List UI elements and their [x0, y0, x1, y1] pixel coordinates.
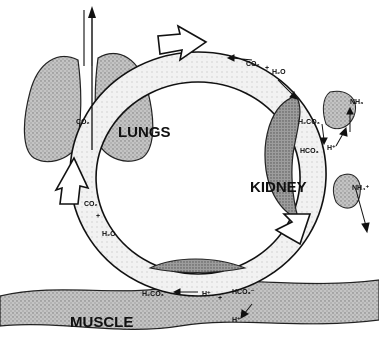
top-plus-text: +: [265, 65, 269, 72]
trachea: [84, 10, 92, 66]
top-h2o-text: H₂O: [272, 69, 286, 76]
lung-co2-arrowhead: [88, 6, 96, 18]
muscle-plus-text: +: [218, 295, 222, 302]
kidney-h2co3-text: H₂CO₃: [298, 119, 320, 126]
muscle-label: MUSCLE: [70, 314, 133, 331]
left-h2o-text: H₂O: [102, 231, 116, 238]
left-plus-text: +: [96, 213, 100, 220]
muscle-hco3-text: HCO₃⁻: [232, 289, 255, 296]
left-co2-text: CO₂: [84, 201, 98, 208]
muscle-capillary: [150, 259, 245, 273]
muscle-h2co3-text: H₂CO₃: [142, 291, 164, 298]
kidney-hco3-text: HCO₃: [300, 148, 319, 155]
muscle-h-plus-text: H⁺: [202, 291, 211, 298]
kidney-h-plus-text: H⁺: [327, 145, 336, 152]
kidney: [265, 96, 300, 218]
lungs-label: LUNGS: [118, 124, 171, 141]
kidney-nh3-text: NH₃: [350, 99, 363, 106]
kidney-label: KIDNEY: [250, 179, 307, 196]
lung-co2-text: CO₂: [76, 119, 90, 126]
muscle-h-plus-lower-text: H⁺: [232, 317, 241, 324]
left-lung: [24, 57, 80, 162]
top-co2-text: CO₂: [246, 61, 260, 68]
kidney-nh4-text: NH₄⁺: [352, 185, 369, 192]
